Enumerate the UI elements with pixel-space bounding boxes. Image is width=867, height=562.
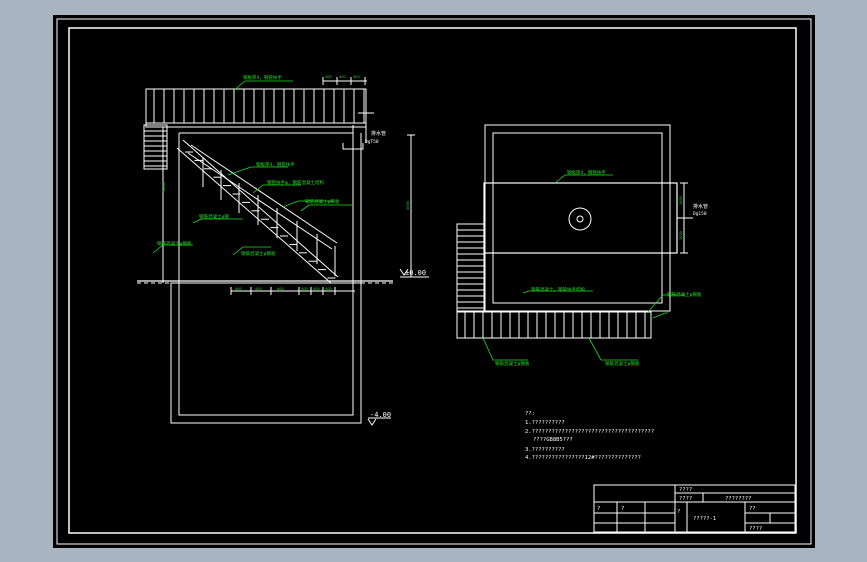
dim-top-2: 400 (339, 75, 346, 79)
dim-bot-2: 400 (255, 287, 262, 291)
tb-s1: ? (597, 506, 600, 512)
plan-view (456, 124, 693, 339)
tb-s2: ? (621, 506, 624, 512)
notes-line-2: 2.????????????????????????????????????? (525, 429, 654, 435)
anno-stair-low: 钢筋混凝土φ钢板 (241, 250, 276, 257)
dim-bot-6: 400 (325, 287, 332, 291)
section-view (137, 77, 429, 426)
dim-bot-3: 400 (277, 287, 284, 291)
tb-drawing-no: ?????-1 (693, 516, 716, 522)
pipe-size-plan: Dg150 (693, 211, 707, 217)
dim-height: 4000 (406, 201, 410, 210)
inner-border (68, 27, 797, 534)
anno-stair-tread: 钢筋混凝土φ钢板 (305, 198, 340, 205)
level-bottom: -4.00 (370, 411, 391, 419)
pipe-label-section: 排水管 (371, 130, 386, 137)
dim-bot-1: 400 (235, 287, 242, 291)
tb-r3c2: ?? (749, 506, 756, 512)
notes-title: ??: (525, 411, 535, 417)
level-zero: ±0.00 (405, 269, 426, 277)
notes-line-2b: ????GB8B5??? (533, 437, 573, 443)
pipe-size-section: DgT50 (365, 139, 379, 145)
dim-right-b: 1000 (679, 231, 683, 240)
outer-border (56, 18, 812, 545)
anno-stair-base: 钢筋混凝土φ钢板 (157, 240, 192, 247)
notes-line-4: 4.????????????????12#?????????????? (525, 455, 641, 461)
dim-side: 3000 (162, 182, 166, 191)
anno-stair-step: 钢筋混凝土φ钢 (199, 213, 229, 220)
tb-r2c2: ???????? (725, 496, 752, 502)
pipe-labels: 排水管 DgT50 排水管 Dg150 (365, 130, 708, 217)
anno-plan-left: 钢筋混凝土，钢管扶手结构 (531, 286, 585, 293)
title-block (593, 484, 796, 533)
dim-bot-5: 400 (313, 287, 320, 291)
cad-drawing: 钢板厚4，钢管扶手 钢板厚4，钢管扶手 钢管扶手φ，钢筋混凝土结构 钢筋混凝土φ… (56, 18, 812, 545)
title-block-texts: ???? ???? ???????? ?? ?????-1 ? ???? ? ? (597, 487, 762, 532)
technical-notes: ??: 1.?????????? 2.?????????????????????… (525, 411, 654, 461)
drawing-sheet: 钢板厚4，钢管扶手 钢板厚4，钢管扶手 钢管扶手φ，钢筋混凝土结构 钢筋混凝土φ… (53, 15, 815, 548)
dim-bot-4: 400 (301, 287, 308, 291)
anno-plan-right: 钢筋混凝土φ钢板 (667, 291, 702, 298)
dim-right-a: 1000 (679, 196, 683, 205)
tb-r2c1: ???? (679, 496, 692, 502)
tb-r1c1: ???? (679, 487, 692, 493)
annotation-texts: 钢板厚4，钢管扶手 钢板厚4，钢管扶手 钢管扶手φ，钢筋混凝土结构 钢筋混凝土φ… (157, 74, 702, 367)
anno-stair-side: 钢板厚4，钢管扶手 (256, 161, 295, 168)
notes-line-3: 3.?????????? (525, 447, 565, 453)
pipe-label-plan: 排水管 (693, 203, 708, 210)
tb-q: ? (677, 509, 680, 515)
notes-line-1: 1.?????????? (525, 420, 565, 426)
dim-top-1: 400 (325, 75, 332, 79)
anno-stair-mid: 钢管扶手φ，钢筋混凝土结构 (267, 179, 324, 186)
leaders (152, 80, 685, 361)
dim-top-3: 400 (353, 75, 360, 79)
tb-small: ???? (749, 526, 762, 532)
anno-plan-bot-left: 钢筋混凝土φ钢板 (495, 360, 530, 367)
dimension-texts: 400 400 400 400 400 400 400 400 400 4000… (162, 75, 683, 291)
anno-top-rail: 钢板厚4，钢管扶手 (243, 74, 282, 81)
anno-plan-top: 钢板厚4，钢管扶手 (567, 169, 606, 176)
anno-plan-bot-right: 钢筋混凝土φ钢板 (605, 360, 640, 367)
